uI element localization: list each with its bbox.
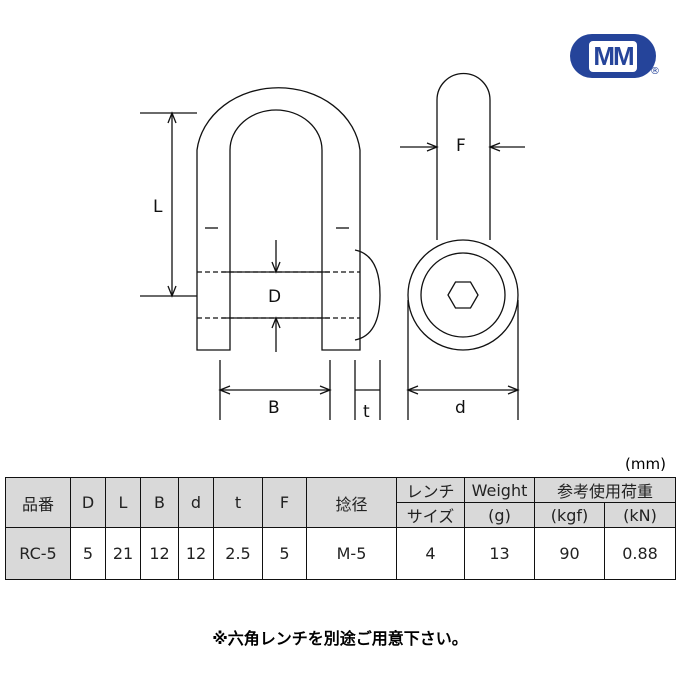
cell-t: 2.5 bbox=[213, 527, 263, 580]
table-row: RC-5 5 21 12 12 2.5 5 M-5 4 13 90 0.88 bbox=[5, 527, 676, 580]
th-L: L bbox=[105, 477, 141, 528]
dim-D: D bbox=[268, 287, 282, 307]
cell-kn: 0.88 bbox=[604, 527, 676, 580]
logo-text: MM bbox=[589, 40, 637, 72]
registered-mark: ® bbox=[650, 66, 660, 77]
th-F: F bbox=[262, 477, 307, 528]
th-D: D bbox=[70, 477, 106, 528]
th-kgf: (kgf) bbox=[534, 502, 605, 528]
cell-D: 5 bbox=[70, 527, 106, 580]
th-B: B bbox=[140, 477, 179, 528]
th-t: t bbox=[213, 477, 263, 528]
dim-t: t bbox=[363, 402, 370, 422]
dim-d: d bbox=[455, 398, 466, 418]
cell-d: 12 bbox=[178, 527, 214, 580]
cell-weight: 13 bbox=[464, 527, 535, 580]
cell-wrench: 4 bbox=[396, 527, 465, 580]
cell-kgf: 90 bbox=[534, 527, 605, 580]
th-screw: 捻径 bbox=[306, 477, 397, 528]
th-wrench-size: サイズ bbox=[396, 502, 465, 528]
th-d: d bbox=[178, 477, 214, 528]
dim-L: L bbox=[153, 197, 163, 217]
cell-L: 21 bbox=[105, 527, 141, 580]
unit-label: (mm) bbox=[625, 455, 666, 473]
th-kn: (kN) bbox=[604, 502, 676, 528]
dim-B: B bbox=[268, 398, 280, 418]
footnote: ※六角レンチを別途ご用意下さい。 bbox=[212, 629, 468, 648]
dim-F: F bbox=[456, 136, 466, 156]
th-weight: Weight bbox=[464, 477, 535, 503]
th-weight-unit: (g) bbox=[464, 502, 535, 528]
cell-screw: M-5 bbox=[306, 527, 397, 580]
cell-F: 5 bbox=[262, 527, 307, 580]
th-part: 品番 bbox=[5, 477, 71, 528]
th-wrench: レンチ bbox=[396, 477, 465, 503]
cell-part: RC-5 bbox=[5, 527, 71, 580]
spec-table: 品番 D L B d t F 捻径 レンチ Weight 参考使用荷重 サイズ … bbox=[5, 477, 676, 580]
side-view bbox=[400, 72, 525, 420]
front-view bbox=[140, 87, 381, 420]
brand-logo: MM bbox=[570, 34, 656, 78]
th-load: 参考使用荷重 bbox=[534, 477, 676, 503]
cell-B: 12 bbox=[140, 527, 179, 580]
